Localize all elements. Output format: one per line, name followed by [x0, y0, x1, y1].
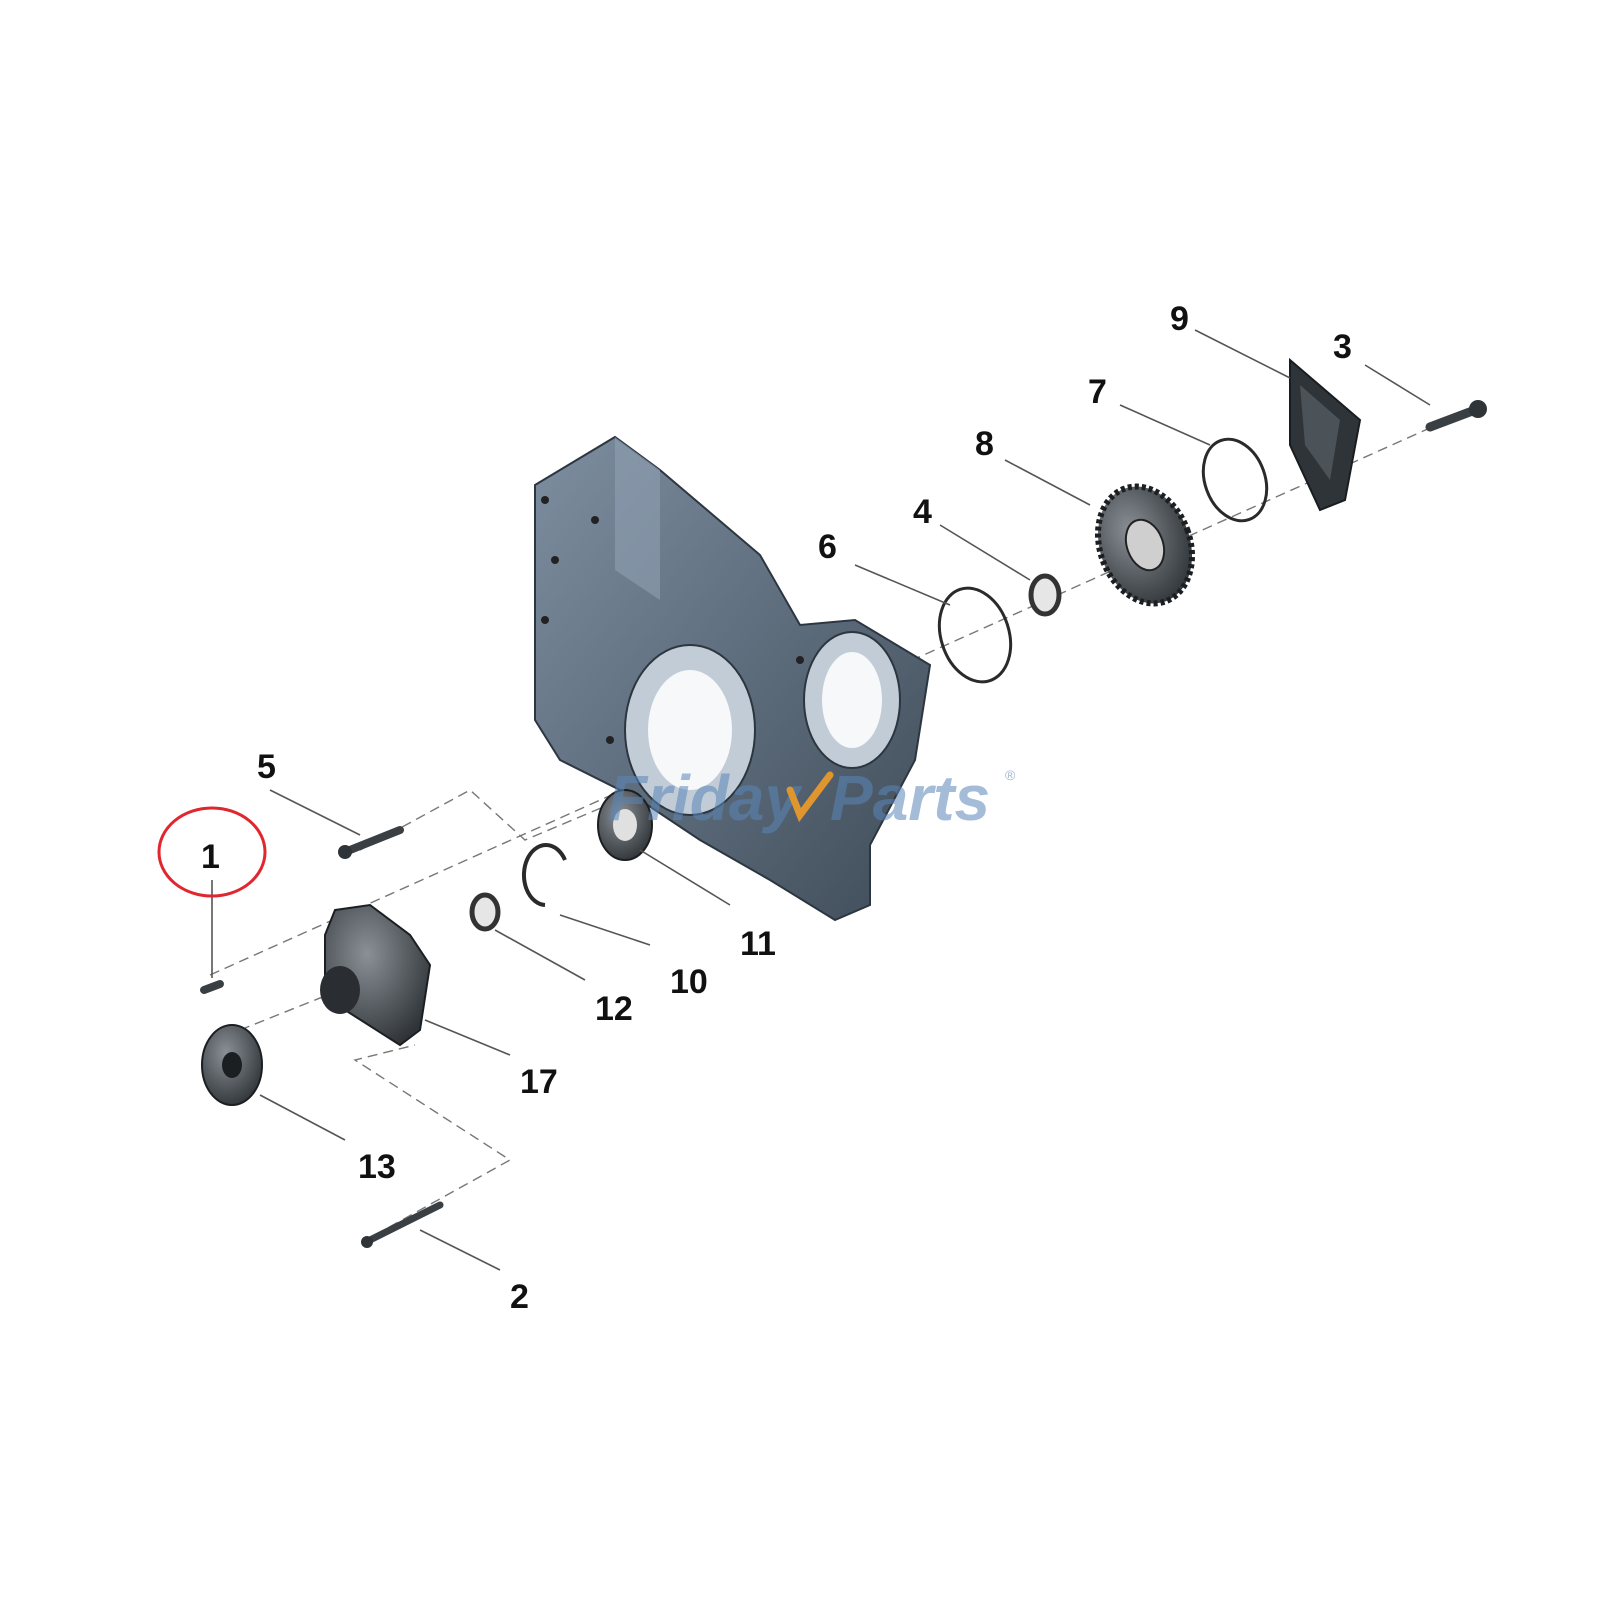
o-ring-part-7	[1201, 437, 1269, 523]
callout-2: 2	[510, 1278, 529, 1316]
bearing-part-11	[597, 789, 653, 861]
bolt-part-5	[338, 826, 404, 859]
callout-labels: 1 2 3 4 5 6 7 8 9 10 11 12 13 17	[201, 300, 1352, 1316]
pump-housing-part-17	[320, 903, 432, 1047]
leader-lines	[211, 329, 1431, 1271]
watermark-brand-second: Parts	[830, 762, 990, 834]
checkmark-icon	[786, 771, 834, 823]
callout-12: 12	[595, 990, 633, 1028]
callout-8: 8	[975, 425, 994, 463]
flange-part-13	[201, 1024, 263, 1106]
callout-4: 4	[913, 493, 932, 531]
o-ring-part-6	[937, 586, 1013, 684]
watermark-logo: Friday Parts ®	[608, 762, 1016, 834]
registered-mark: ®	[1005, 767, 1016, 783]
callout-11: 11	[740, 925, 776, 963]
callout-3: 3	[1333, 328, 1352, 366]
seal-ring-part-4	[1028, 573, 1062, 617]
callout-17: 17	[520, 1063, 558, 1101]
callout-10: 10	[670, 963, 708, 1001]
callout-7: 7	[1088, 373, 1107, 411]
cover-plate-part-9	[1289, 357, 1362, 512]
callout-9: 9	[1170, 300, 1189, 338]
gear-housing	[534, 435, 932, 922]
snap-ring-part-10	[521, 843, 567, 907]
callout-5: 5	[257, 748, 276, 786]
highlight-circle	[157, 806, 267, 898]
seal-part-12	[469, 892, 501, 932]
watermark-brand-first: Friday	[608, 762, 803, 834]
callout-6: 6	[818, 528, 837, 566]
bolt-part-2	[361, 1201, 444, 1248]
bolt-part-3	[1425, 400, 1487, 432]
gear-part-8	[1094, 483, 1196, 607]
bolt-part-1	[200, 980, 224, 994]
callout-1: 1	[201, 838, 220, 876]
callout-13: 13	[358, 1148, 396, 1186]
